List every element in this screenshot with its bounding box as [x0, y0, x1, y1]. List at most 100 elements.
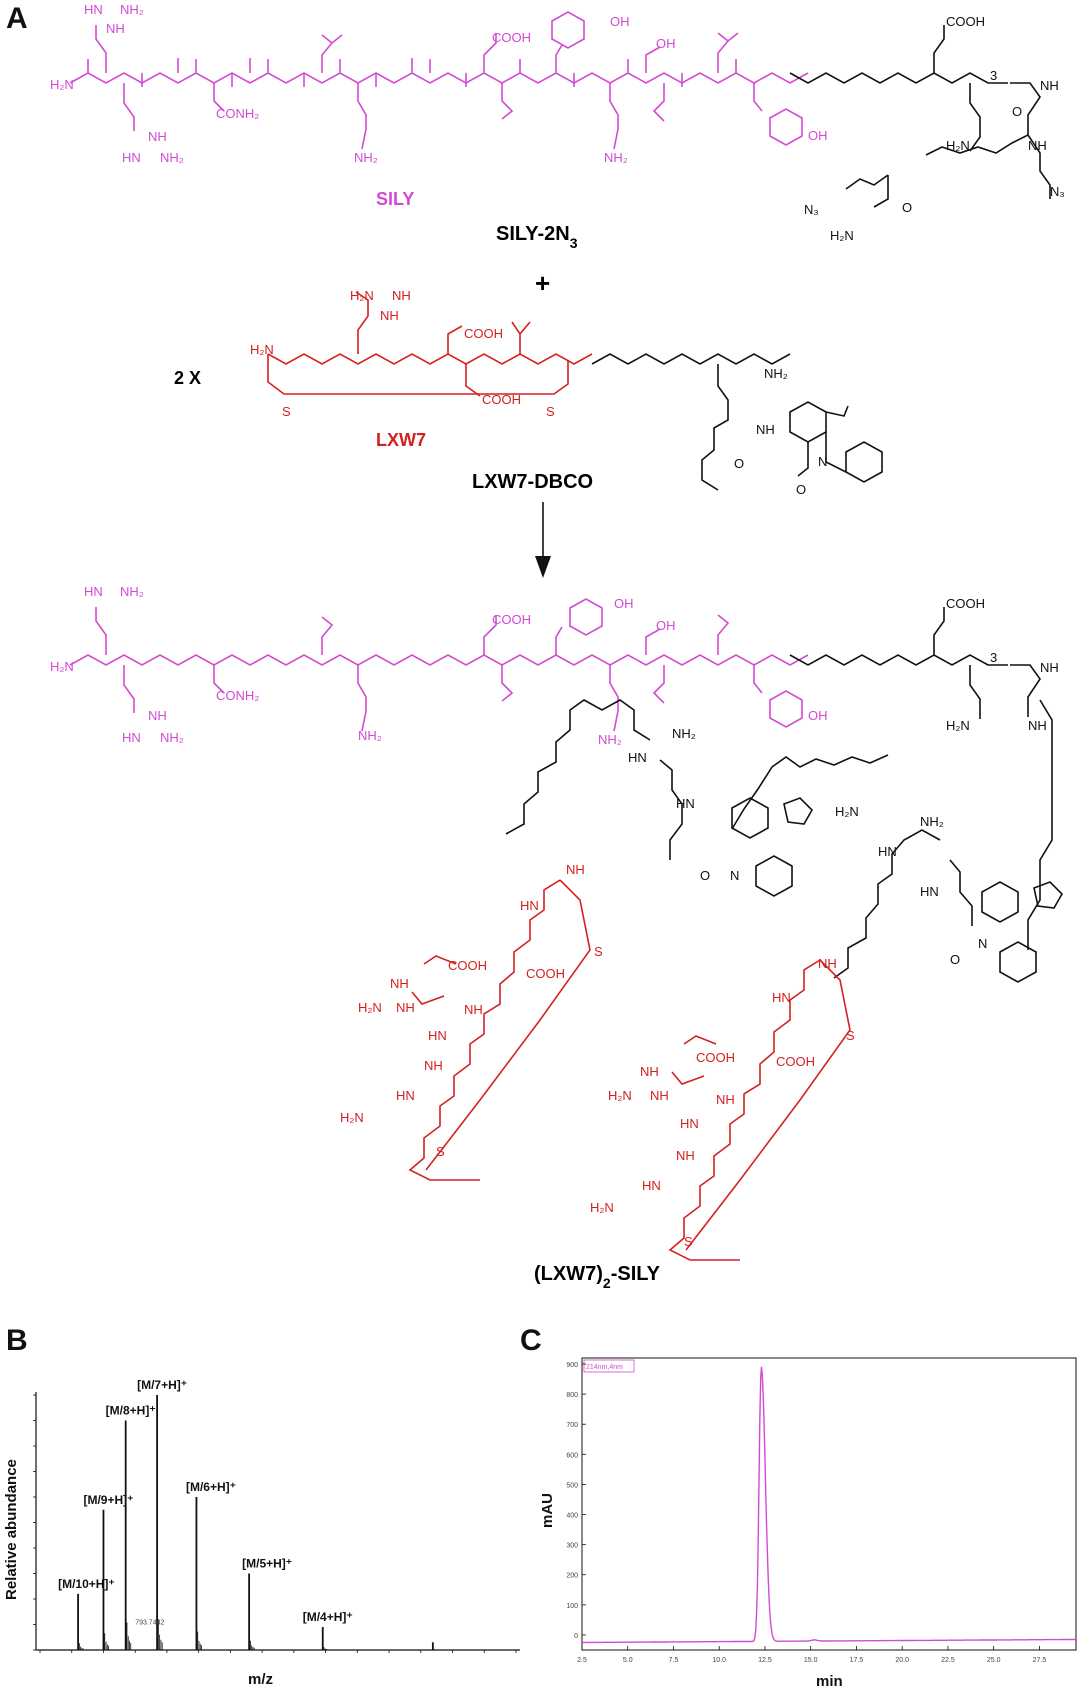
tyrosine-ring-product-1: [569, 598, 603, 636]
hplc-x-title: min: [816, 1673, 843, 1690]
atom-label: COOH: [946, 596, 985, 611]
atom-label: NH: [566, 862, 585, 877]
atom-label: NH: [756, 422, 775, 437]
panel-letter-a: A: [6, 2, 28, 35]
atom-label: NH₂: [764, 366, 788, 381]
atom-label: NH: [396, 1000, 415, 1015]
atom-label: S: [436, 1144, 445, 1159]
atom-label: NH: [818, 956, 837, 971]
hplc-trace: [582, 1366, 1076, 1644]
sily-2n3-structure: HN NH₂ NH H₂N NH HN NH₂ CONH₂ NH₂ COOH O…: [50, 2, 1065, 243]
hplc-y-tick-label: 0: [574, 1633, 578, 1640]
atom-label: NH: [380, 308, 399, 323]
mass-spectrum-chart: [M/10+H]⁺[M/9+H]⁺[M/8+H]⁺[M/7+H]⁺[M/6+H]…: [3, 1378, 520, 1688]
atom-label: NH₂: [120, 584, 144, 599]
atom-label: O: [700, 868, 710, 883]
atom-label: NH: [1028, 718, 1047, 733]
lxw7-side-chains: [355, 291, 531, 397]
atom-label: H₂N: [50, 659, 74, 674]
lxw7-ring-product-2: [668, 959, 851, 1261]
panel-letter-b: B: [6, 1324, 28, 1357]
hplc-y-title: mAU: [539, 1493, 556, 1528]
atom-label: COOH: [946, 14, 985, 29]
linker-backbone-top: [789, 72, 1008, 84]
atom-label: O: [902, 200, 912, 215]
atom-label: N₃: [1050, 184, 1065, 199]
ms-small-label: 793.7442: [135, 1620, 164, 1627]
atom-label: NH: [1040, 78, 1059, 93]
hplc-x-tick-label: 20.0: [895, 1657, 909, 1664]
atom-label: NH₂: [598, 732, 622, 747]
atom-label: H₂N: [50, 77, 74, 92]
panel-letter-c: C: [520, 1324, 542, 1357]
atom-label: O: [1012, 104, 1022, 119]
atom-label: S: [282, 404, 291, 419]
dbco-linker: [591, 353, 791, 491]
atom-label: H₂N: [350, 288, 374, 303]
atom-label: HN: [122, 150, 141, 165]
hplc-legend-label: 214nm,4nm: [586, 1364, 623, 1371]
atom-label: H₂N: [835, 804, 859, 819]
atom-label: NH: [716, 1092, 735, 1107]
hplc-x-tick-label: 17.5: [850, 1657, 864, 1664]
atom-label: O: [796, 482, 806, 497]
atom-label: N: [818, 454, 827, 469]
label-product: (LXW7)2-SILY: [534, 1263, 661, 1291]
atom-label: COOH: [776, 1054, 815, 1069]
atom-label: NH₂: [160, 730, 184, 745]
lxw7-disulfide-loop: [267, 354, 569, 395]
atom-label: HN: [122, 730, 141, 745]
sily-backbone-product: [69, 654, 809, 666]
hplc-x-tick-label: 22.5: [941, 1657, 955, 1664]
sily-backbone-top: [69, 72, 809, 84]
lxw7-dbco-structure: H₂N NH NH H₂N S S COOH COOH NH₂ NH N O O: [250, 288, 883, 497]
atom-label: COOH: [464, 326, 503, 341]
atom-label: O: [734, 456, 744, 471]
ms-peak-label: [M/5+H]⁺: [242, 1557, 292, 1571]
product-structure: HN NH₂ H₂N NH HN NH₂ CONH₂ NH₂ COOH OH N…: [50, 584, 1063, 1261]
hplc-x-tick-label: 12.5: [758, 1657, 772, 1664]
atom-label: NH: [424, 1058, 443, 1073]
atom-label: COOH: [526, 966, 565, 981]
atom-label: NH: [148, 129, 167, 144]
ms-peak-label: [M/4+H]⁺: [303, 1610, 353, 1624]
atom-label: COOH: [696, 1050, 735, 1065]
hplc-x-tick-label: 5.0: [623, 1657, 633, 1664]
atom-label: NH₂: [920, 814, 944, 829]
atom-label: NH: [464, 1002, 483, 1017]
hplc-frame: [581, 1357, 1077, 1651]
atom-label: N₃: [804, 202, 819, 217]
label-lxw7: LXW7: [376, 430, 426, 450]
atom-label: HN: [680, 1116, 699, 1131]
multiplier-2x: 2 X: [174, 368, 201, 388]
atom-label: COOH: [448, 958, 487, 973]
dbco-ring-system: [789, 401, 883, 483]
label-sily: SILY: [376, 189, 414, 209]
product-linkers: [505, 607, 1053, 979]
atom-label: H₂N: [946, 718, 970, 733]
plus-sign: +: [535, 268, 550, 298]
label-sily-2n3: SILY-2N3: [496, 223, 578, 251]
tyrosine-ring-2: [769, 108, 803, 146]
atom-label: S: [594, 944, 603, 959]
hplc-y-tick-label: 400: [566, 1513, 578, 1520]
atom-label: 3: [990, 68, 997, 83]
atom-label: S: [846, 1028, 855, 1043]
ms-y-title: Relative abundance: [3, 1459, 20, 1600]
linker-backbone-product: [789, 654, 1008, 666]
atom-label: NH: [392, 288, 411, 303]
atom-label: O: [950, 952, 960, 967]
atom-label: COOH: [492, 612, 531, 627]
atom-label: OH: [656, 36, 676, 51]
atom-label: H₂N: [590, 1200, 614, 1215]
hplc-x-tick-label: 7.5: [669, 1657, 679, 1664]
hplc-x-tick-label: 27.5: [1033, 1657, 1047, 1664]
label-lxw7-dbco: LXW7-DBCO: [472, 471, 593, 493]
sily-side-chains-top: [95, 25, 763, 150]
atom-label: H₂N: [608, 1088, 632, 1103]
atom-label: CONH₂: [216, 106, 259, 121]
atom-label: S: [684, 1234, 693, 1249]
atom-label: H₂N: [358, 1000, 382, 1015]
atom-label: N: [978, 936, 987, 951]
